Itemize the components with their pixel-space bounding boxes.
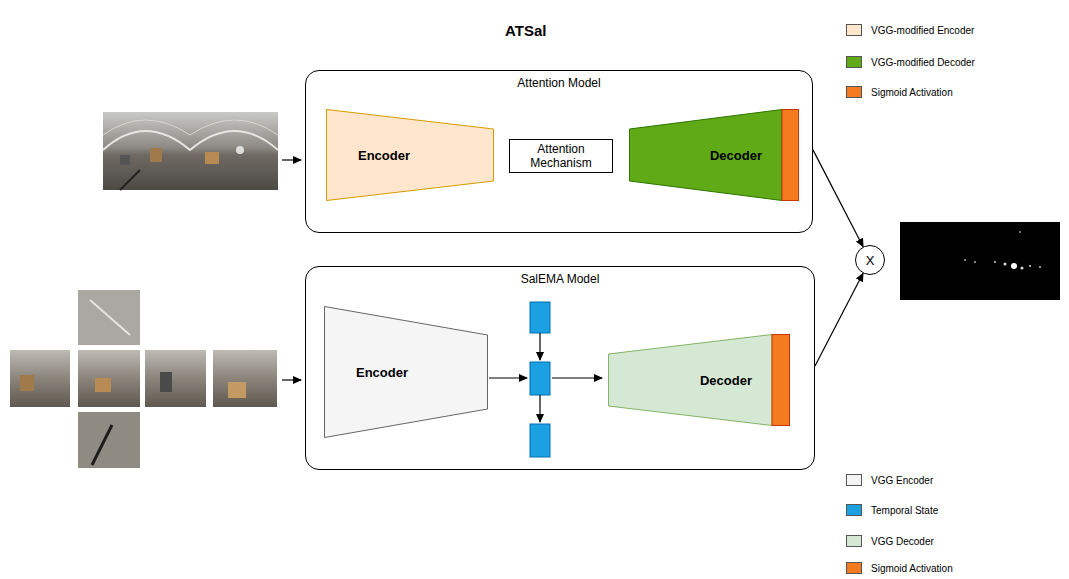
- legend-swatch: [846, 86, 862, 98]
- legend-item: Temporal State: [846, 504, 938, 516]
- attention-box: Attention Mechanism: [509, 139, 613, 173]
- legend-item: VGG-modified Encoder: [846, 24, 974, 36]
- legend-label: VGG-modified Decoder: [871, 57, 975, 68]
- node-label: Attention Mechanism: [516, 142, 606, 170]
- legend-label: VGG Encoder: [871, 475, 933, 486]
- connector-arrow: [815, 273, 863, 366]
- encoder-block: Encoder: [326, 109, 494, 201]
- legend-label: Sigmoid Activation: [871, 87, 953, 98]
- legend-item: Sigmoid Activation: [846, 86, 953, 98]
- decoder-block-shape: [608, 334, 790, 426]
- legend-item: VGG-modified Decoder: [846, 56, 975, 68]
- cubemap-image: [10, 290, 277, 468]
- legend-label: Temporal State: [871, 505, 938, 516]
- state-arrow: [552, 377, 602, 378]
- legend-label: Sigmoid Activation: [871, 563, 953, 574]
- node-label: Decoder: [700, 373, 752, 388]
- decoder-block: Decoder: [608, 334, 790, 426]
- legend-item: VGG Encoder: [846, 474, 933, 486]
- input-arrow: [282, 159, 301, 160]
- output-image: [900, 222, 1060, 300]
- legend-swatch: [846, 474, 862, 486]
- encoder-block: Encoder: [324, 306, 488, 438]
- panorama-image: [103, 112, 278, 190]
- legend-item: Sigmoid Activation: [846, 562, 953, 574]
- model-group: SalEMA ModelEncoderDecoder: [305, 266, 815, 470]
- connector-arrow: [813, 150, 863, 247]
- model-group: Attention ModelEncoder Attention Mechanis…: [305, 70, 813, 233]
- node-label: Encoder: [356, 365, 408, 380]
- input-arrow: [282, 379, 301, 380]
- decoder-block: Decoder: [629, 109, 799, 201]
- node-label: Attention Model: [517, 76, 600, 90]
- node-label: Decoder: [710, 148, 762, 163]
- legend-swatch: [846, 504, 862, 516]
- node-label: X: [866, 253, 875, 268]
- legend-label: VGG-modified Encoder: [871, 25, 974, 36]
- legend-swatch: [846, 562, 862, 574]
- node-label: Encoder: [358, 148, 410, 163]
- legend-item: VGG Decoder: [846, 535, 934, 547]
- legend-label: VGG Decoder: [871, 536, 934, 547]
- legend-swatch: [846, 24, 862, 36]
- state-arrow: [539, 333, 540, 360]
- temporal-state: [530, 302, 550, 457]
- legend-swatch: [846, 56, 862, 68]
- diagram-title: ATSal: [505, 22, 546, 39]
- state-arrow: [489, 377, 527, 378]
- multiply-circle: X: [855, 245, 885, 275]
- node-label: SalEMA Model: [521, 272, 600, 286]
- state-arrow: [539, 395, 540, 422]
- legend-swatch: [846, 535, 862, 547]
